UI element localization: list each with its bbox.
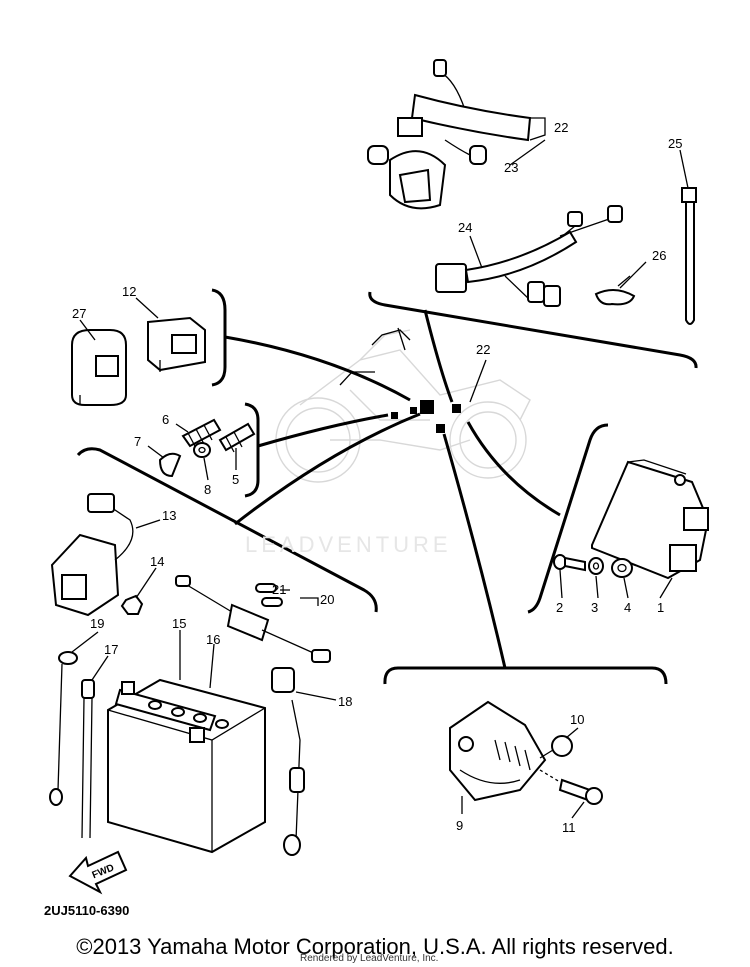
callout-line-20 xyxy=(280,589,319,606)
cdi-unit xyxy=(591,459,710,580)
clamp-7 xyxy=(158,452,182,478)
callout-22-bike: 22 xyxy=(476,342,490,357)
leader-cdi-group xyxy=(466,421,561,517)
callout-25: 25 xyxy=(668,136,682,151)
callout-27: 27 xyxy=(72,306,86,321)
connector-5 xyxy=(218,422,256,453)
callout-bracket-22 xyxy=(529,117,546,141)
callout-9: 9 xyxy=(456,818,463,833)
callout-13: 13 xyxy=(162,508,176,523)
starter-relay xyxy=(50,493,134,617)
callout-5: 5 xyxy=(232,472,239,487)
callout-17: 17 xyxy=(104,642,118,657)
callout-line-24 xyxy=(469,235,483,269)
callout-18: 18 xyxy=(338,694,352,709)
callout-8: 8 xyxy=(204,482,211,497)
callout-line-17 xyxy=(91,655,109,681)
callout-4: 4 xyxy=(624,600,631,615)
callout-2: 2 xyxy=(556,600,563,615)
leader-harness-group xyxy=(423,309,454,403)
rendered-by-note: Rendered by LeadVenture, Inc. xyxy=(300,953,439,964)
callout-16: 16 xyxy=(206,632,220,647)
bracket-battery-group xyxy=(76,447,378,613)
cable-tie xyxy=(681,187,697,325)
callout-line-27 xyxy=(79,319,96,341)
battery xyxy=(107,678,266,854)
callout-14: 14 xyxy=(150,554,164,569)
callout-line-13 xyxy=(135,519,161,529)
bolt-11 xyxy=(539,769,603,805)
callout-22: 22 xyxy=(554,120,568,135)
relay-left xyxy=(71,329,127,406)
callout-line-11 xyxy=(571,801,585,819)
leader-relay xyxy=(224,335,411,402)
motorcycle-outline xyxy=(275,329,531,483)
bolt-2 xyxy=(553,554,586,572)
callout-24: 24 xyxy=(458,220,472,235)
callout-7: 7 xyxy=(134,434,141,449)
rectifier-regulator xyxy=(449,700,547,802)
location-marker-lower xyxy=(436,424,445,433)
leader-connectors xyxy=(257,413,389,448)
location-marker-left xyxy=(410,407,417,414)
breather-pipe xyxy=(81,679,95,839)
callout-line-16 xyxy=(209,643,215,689)
callout-line-25 xyxy=(679,149,689,189)
watermark: LEADVENTURE xyxy=(245,532,452,557)
wire-clamp xyxy=(594,275,636,306)
callout-10: 10 xyxy=(570,712,584,727)
wire-harness-upper xyxy=(367,59,532,210)
nut xyxy=(120,594,144,615)
callout-12: 12 xyxy=(122,284,136,299)
washer-8 xyxy=(193,442,211,458)
callout-20: 20 xyxy=(320,592,334,607)
washer-4 xyxy=(611,558,633,578)
callout-line-19 xyxy=(71,631,99,653)
callout-1: 1 xyxy=(657,600,664,615)
bracket-harness-group xyxy=(368,291,698,369)
relay-right xyxy=(147,316,206,372)
battery-lead xyxy=(271,667,305,856)
copyright-notice: ©2013 Yamaha Motor Corporation, U.S.A. A… xyxy=(76,934,674,959)
bracket-relay xyxy=(211,288,227,387)
callout-line-14 xyxy=(135,567,157,599)
callout-line-18 xyxy=(295,691,337,701)
bracket-connectors xyxy=(244,402,260,498)
location-marker-main xyxy=(420,400,434,414)
negative-lead xyxy=(49,651,78,806)
callout-lines-1-4 xyxy=(559,569,673,599)
callout-line-8 xyxy=(203,457,209,481)
callout-11: 11 xyxy=(562,820,576,835)
callout-23: 23 xyxy=(504,160,518,175)
bracket-cdi-group xyxy=(527,423,609,614)
bracket-rectifier-group xyxy=(383,666,668,685)
leader-rectifier-group xyxy=(442,433,507,669)
callout-line-22b xyxy=(469,359,487,403)
location-marker-right xyxy=(452,404,461,413)
callout-line-6 xyxy=(175,423,189,433)
wire-harness-lower xyxy=(435,205,623,307)
callout-line-23 xyxy=(509,139,546,166)
leader-battery-group xyxy=(234,412,421,526)
callout-line-10 xyxy=(565,727,579,739)
washer-3 xyxy=(588,557,604,575)
connector-6 xyxy=(181,418,222,449)
fuse-harness xyxy=(175,575,331,663)
callout-26: 26 xyxy=(652,248,666,263)
bolt-10 xyxy=(539,735,573,759)
callout-21: 21 xyxy=(272,582,286,597)
callout-19: 19 xyxy=(90,616,104,631)
callout-6: 6 xyxy=(162,412,169,427)
callout-line-7 xyxy=(147,445,165,459)
diagram-code: 2UJ5110-6390 xyxy=(44,903,130,918)
callout-line-26 xyxy=(619,261,647,289)
callout-15: 15 xyxy=(172,616,186,631)
location-marker-far-left xyxy=(391,412,398,419)
callout-line-12 xyxy=(135,297,159,319)
fwd-arrow: FWD xyxy=(68,850,128,895)
callout-3: 3 xyxy=(591,600,598,615)
